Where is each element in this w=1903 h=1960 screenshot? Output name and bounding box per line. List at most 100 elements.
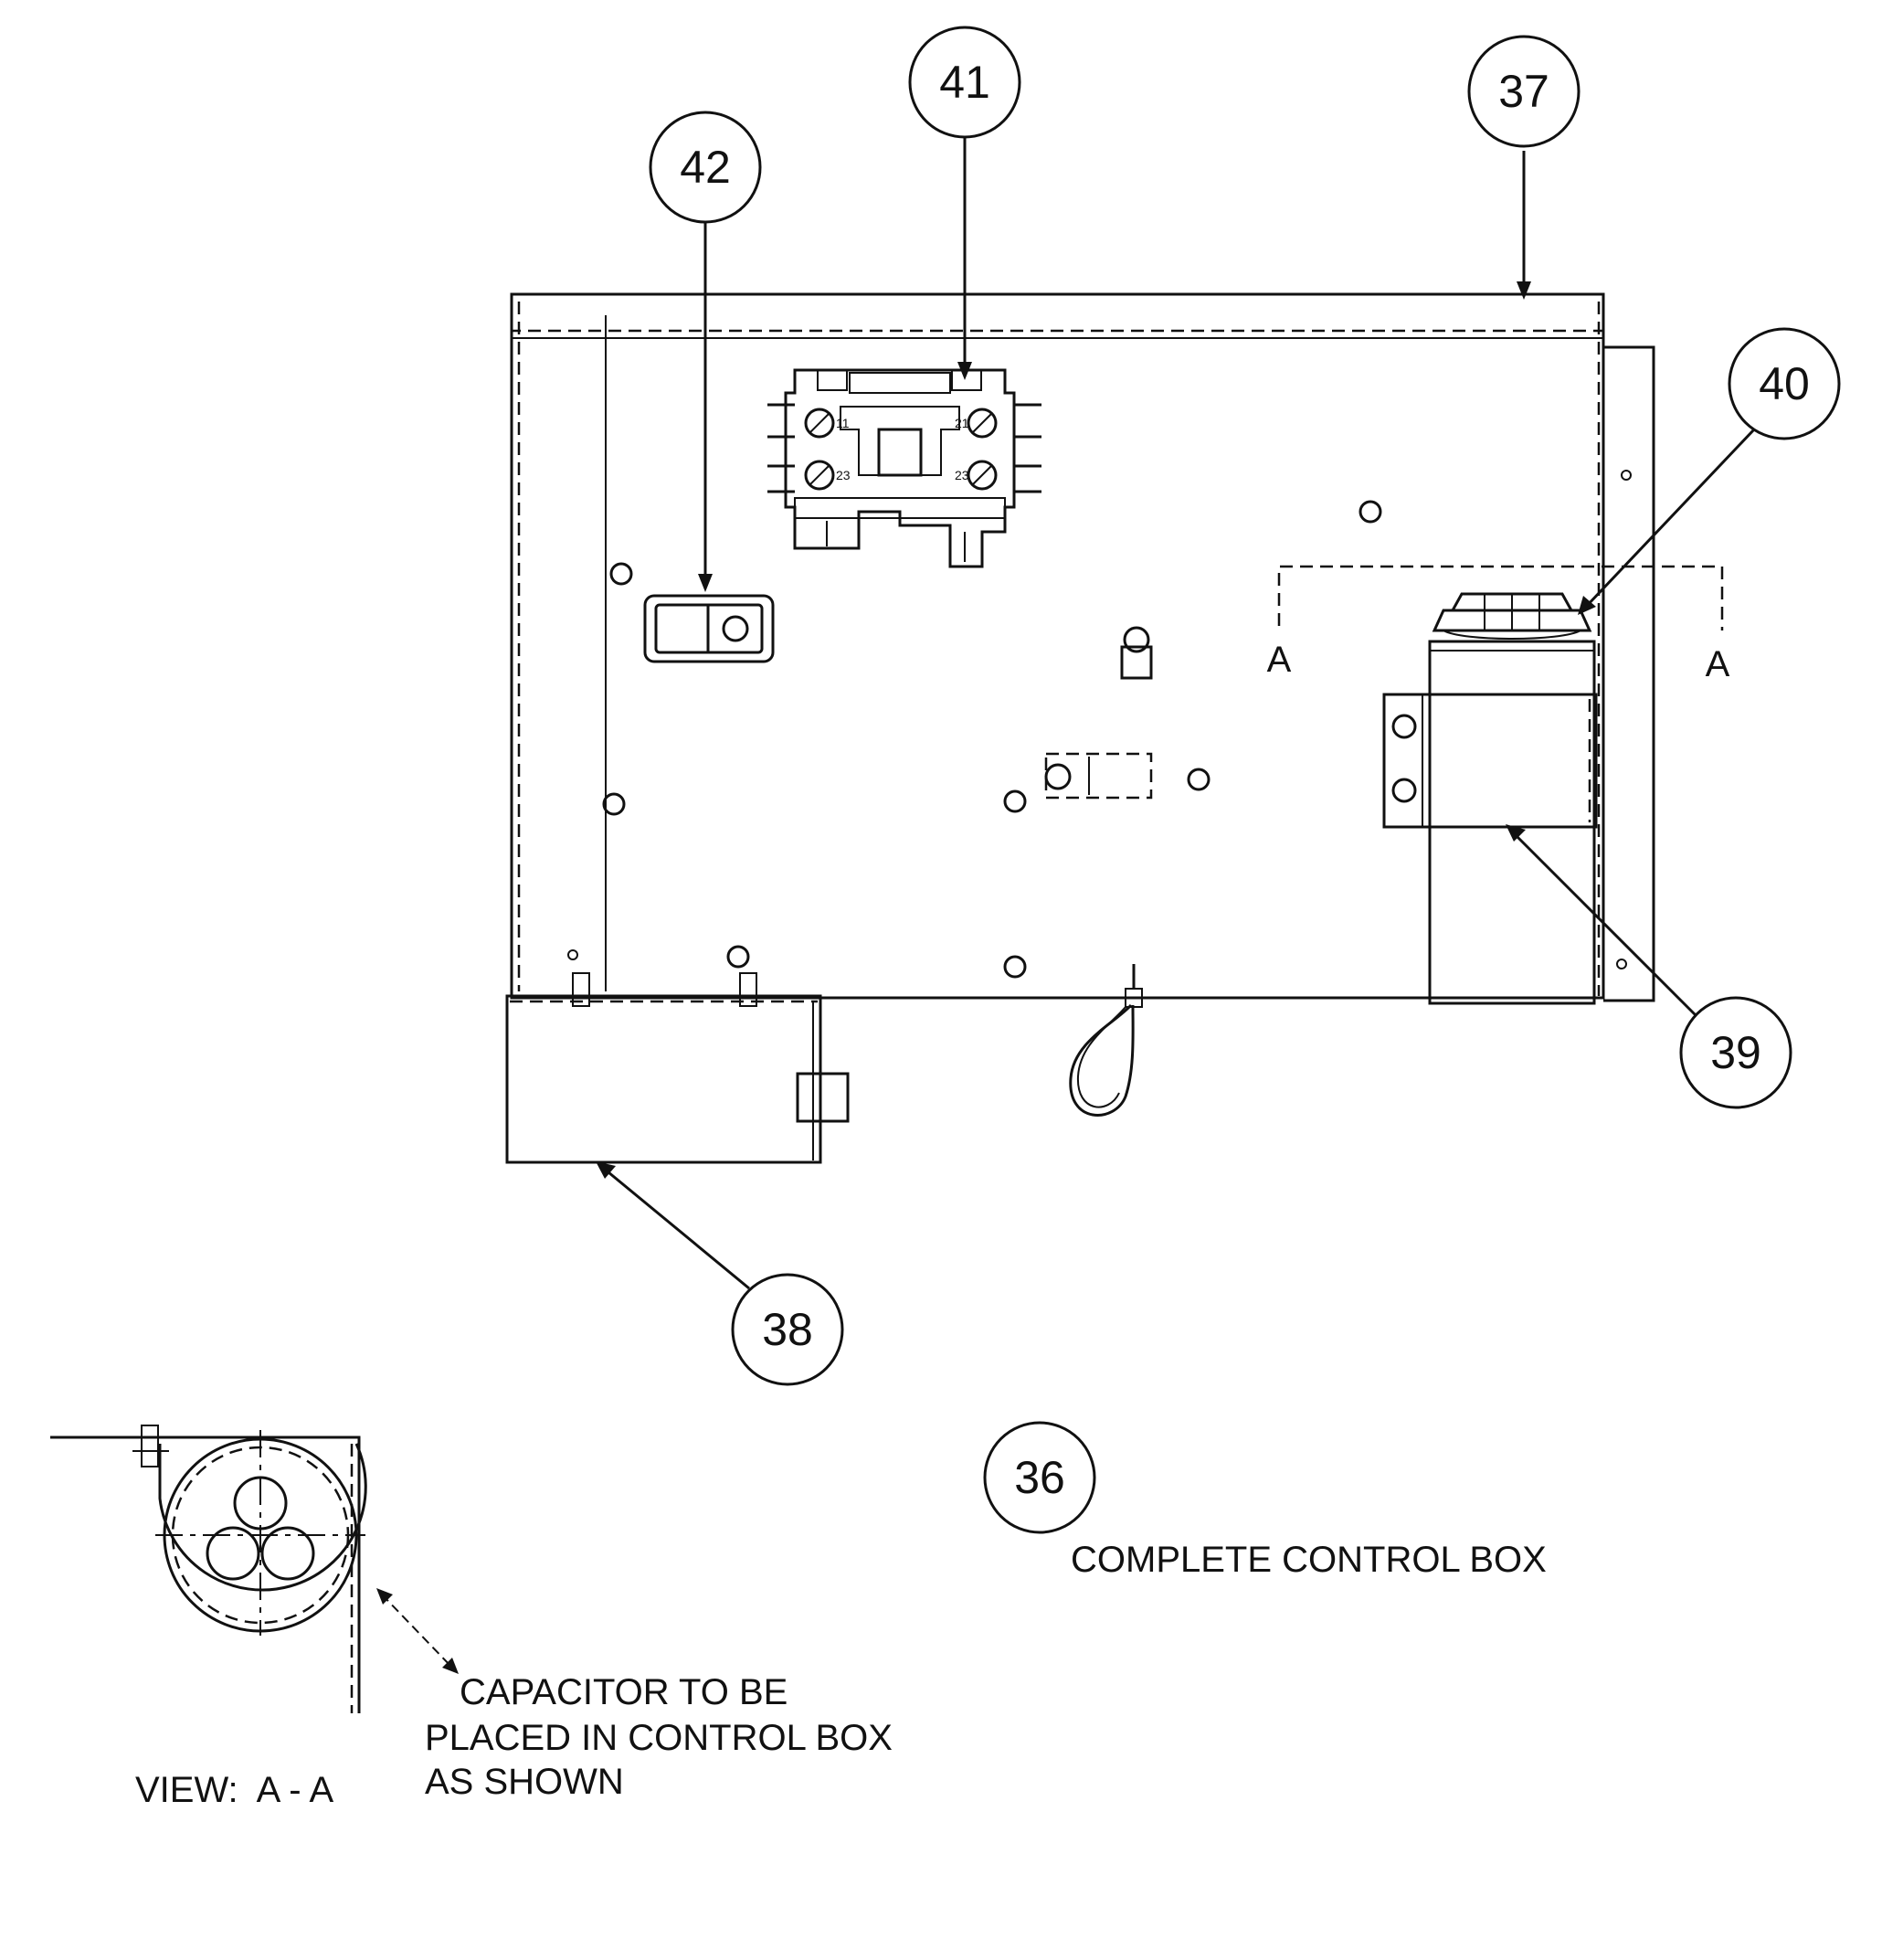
view-a-a-label: VIEW: A - A [135, 1770, 333, 1810]
terminal-screw-23-right [967, 460, 998, 491]
contactor-top-tab-left [817, 369, 848, 391]
leader-39 [1510, 830, 1701, 1021]
capacitor-body [1428, 640, 1596, 1005]
wire-tie-loop-inner [1076, 1006, 1126, 1108]
control-box-assembly [505, 292, 1655, 1164]
hole-4 [1003, 789, 1027, 813]
bottom-cover [505, 949, 850, 1164]
callout-number-38: 38 [762, 1304, 813, 1355]
complete-control-box-label: COMPLETE CONTROL BOX [1071, 1540, 1547, 1580]
capacitor-note-line-2: PLACED IN CONTROL BOX [425, 1718, 893, 1758]
box-right-flange [1603, 345, 1655, 1002]
terminal-screw-21-slot [971, 412, 993, 434]
capacitor-assembly [1382, 592, 1598, 1005]
wire-tie-loop [1069, 1003, 1135, 1117]
section-line-a-a: A A [1267, 565, 1730, 684]
hole-1 [609, 562, 633, 586]
arrowhead-37 [1517, 281, 1531, 300]
terminal-screw-23-left-slot [809, 464, 830, 486]
bottom-cover-body [505, 994, 822, 1164]
arrowhead-42 [698, 574, 713, 592]
callout-number-40: 40 [1759, 358, 1810, 409]
flange-hole-bottom [1616, 959, 1627, 969]
arrowhead-38 [596, 1161, 616, 1179]
hole-6 [1187, 768, 1211, 791]
flange-hole-top [1621, 470, 1632, 481]
small-hole-left [567, 949, 578, 960]
capacitor-terminal-lower [1443, 630, 1581, 640]
section-label-left: A [1267, 640, 1292, 680]
callout-number-37: 37 [1498, 66, 1549, 117]
callout-number-42: 42 [680, 142, 731, 193]
terminal-screw-21 [967, 408, 998, 439]
contactor-armature [840, 406, 960, 476]
rocker-switch-bezel [643, 594, 775, 663]
callout-bubble-38 [731, 1273, 844, 1386]
bottom-cover-tab [796, 1072, 850, 1123]
callout-number-39: 39 [1710, 1027, 1761, 1078]
cover-clip-right [739, 972, 757, 1007]
terminal-label-23-right: 23 [955, 468, 969, 482]
section-terminal-left [206, 1526, 260, 1581]
contactor-bottom-base [794, 497, 1006, 519]
rocker-switch-indicator [722, 615, 749, 642]
arrowhead-40 [1578, 596, 1596, 615]
terminal-screw-23-left [804, 460, 835, 491]
mounting-holes [602, 500, 1382, 979]
capacitor-note-line-3: AS SHOWN [425, 1762, 624, 1802]
terminal-label-21: 21 [955, 416, 969, 430]
section-view-a-a [50, 1425, 459, 1713]
callout-bubble-40 [1728, 327, 1841, 440]
terminal-label-23-left: 23 [836, 468, 851, 482]
hole-7 [1359, 500, 1382, 524]
callout-bubble-36 [983, 1421, 1096, 1534]
box-top-flange [510, 292, 1605, 333]
callout-number-41: 41 [939, 57, 990, 108]
terminal-screw-11-slot [809, 412, 830, 434]
terminal-label-11: 11 [836, 416, 850, 430]
placement-arrowhead-top [376, 1588, 393, 1605]
leader-40 [1583, 428, 1756, 609]
placement-arrowhead-bottom [442, 1658, 459, 1674]
section-label-right: A [1706, 644, 1730, 684]
contactor-outline [784, 368, 1016, 568]
section-cut-line [1277, 565, 1724, 630]
callout-bubble-42 [649, 111, 762, 224]
placement-arrow [381, 1594, 453, 1669]
callout-bubble-41 [908, 26, 1021, 139]
arrowhead-39 [1506, 824, 1526, 842]
hole-2 [602, 792, 626, 816]
center-fastener [1120, 626, 1153, 680]
terminal-screw-11 [804, 408, 835, 439]
capacitor-note-line-1: CAPACITOR TO BE [460, 1672, 788, 1712]
callout-bubble-37 [1467, 35, 1581, 148]
callout-leaders [596, 123, 1756, 1290]
contactor-coil [877, 428, 923, 477]
terminal-screw-23-right-slot [971, 464, 993, 486]
callout-bubbles: 42 41 37 40 39 38 36 [649, 26, 1841, 1534]
wire-tie [1069, 964, 1143, 1117]
cover-clip-left [572, 972, 590, 1007]
center-fastener-body [1120, 645, 1153, 680]
section-terminal-right [260, 1526, 315, 1581]
contactor-terminals: 11 21 23 23 [804, 408, 998, 491]
section-wall-corner [50, 1436, 361, 1713]
section-strap [158, 1443, 367, 1592]
ground-screw [1044, 763, 1072, 790]
capacitor-terminals [1432, 592, 1592, 640]
contactor-top-block [849, 372, 951, 394]
section-clip [141, 1425, 159, 1467]
strap-bracket-body [1382, 693, 1598, 829]
contactor-wire-leads [767, 403, 1041, 493]
center-fastener-head [1123, 626, 1150, 653]
capacitor-strap-bracket [1382, 693, 1598, 829]
arrowhead-41 [957, 362, 972, 380]
hole-3 [726, 945, 750, 969]
section-terminal-top [233, 1476, 288, 1531]
rocker-switch [643, 594, 775, 663]
callout-number-36: 36 [1014, 1452, 1065, 1503]
ground-bracket-dashed [1044, 752, 1153, 800]
contactor: 11 21 23 23 [767, 368, 1041, 568]
box-back-panel [510, 292, 1605, 1000]
